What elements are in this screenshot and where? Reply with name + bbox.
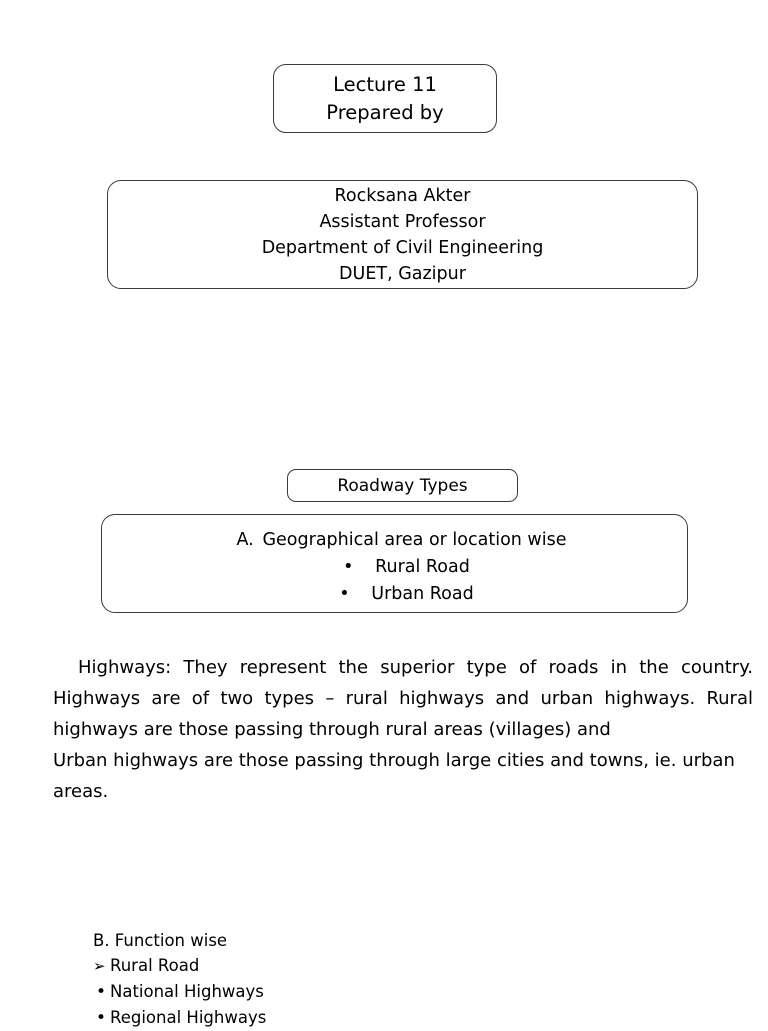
function-wise-section: B. Function wise ➢ Rural Road • National… [93,928,513,1031]
category-a-bullet-label: Urban Road [371,584,474,604]
author-info-box: Rocksana Akter Assistant Professor Depar… [107,180,698,289]
function-wise-item-label: Regional Highways [110,1008,267,1027]
author-institution: DUET, Gazipur [339,263,466,284]
author-department: Department of Civil Engineering [261,237,544,258]
function-wise-item-label: Rural Road [110,956,200,975]
category-a-heading: A. Geographical area or location wise [102,527,687,554]
bullet-dot-icon: • [339,584,350,604]
author-name: Rocksana Akter [334,185,471,206]
list-item: ➢ Rural Road [93,953,513,979]
bullet-dot-icon: • [343,557,354,577]
category-a-letter: A. [236,530,254,550]
lecture-title-line-1: Lecture 11 [333,72,437,96]
list-item: • Regional Highways [93,1005,513,1031]
category-a-box: A. Geographical area or location wise • Ru… [101,514,688,613]
author-designation: Assistant Professor [319,211,486,232]
function-wise-heading: B. Function wise [93,931,228,950]
list-item: • Urban Road [102,581,687,608]
highways-paragraph-run-plain: Urban highways are those passing through… [53,750,735,802]
lecture-title-box: Lecture 11 Prepared by [273,64,497,133]
bullet-dot-icon: • [96,982,107,1002]
roadway-types-box: Roadway Types [287,469,518,502]
list-item: • Rural Road [102,554,687,581]
highways-paragraph: Highways: They represent the superior ty… [53,652,753,807]
roadway-types-label: Roadway Types [337,475,468,496]
arrow-bullet-icon: ➢ [93,957,106,975]
list-item: • National Highways [93,979,513,1005]
highways-paragraph-run-justified: Highways: They represent the superior ty… [53,657,753,740]
category-a-heading-text: Geographical area or location wise [262,530,567,550]
function-wise-item-label: National Highways [110,982,264,1001]
category-a-bullet-label: Rural Road [375,557,470,577]
bullet-dot-icon: • [96,1008,107,1028]
lecture-title-line-2: Prepared by [326,100,444,124]
